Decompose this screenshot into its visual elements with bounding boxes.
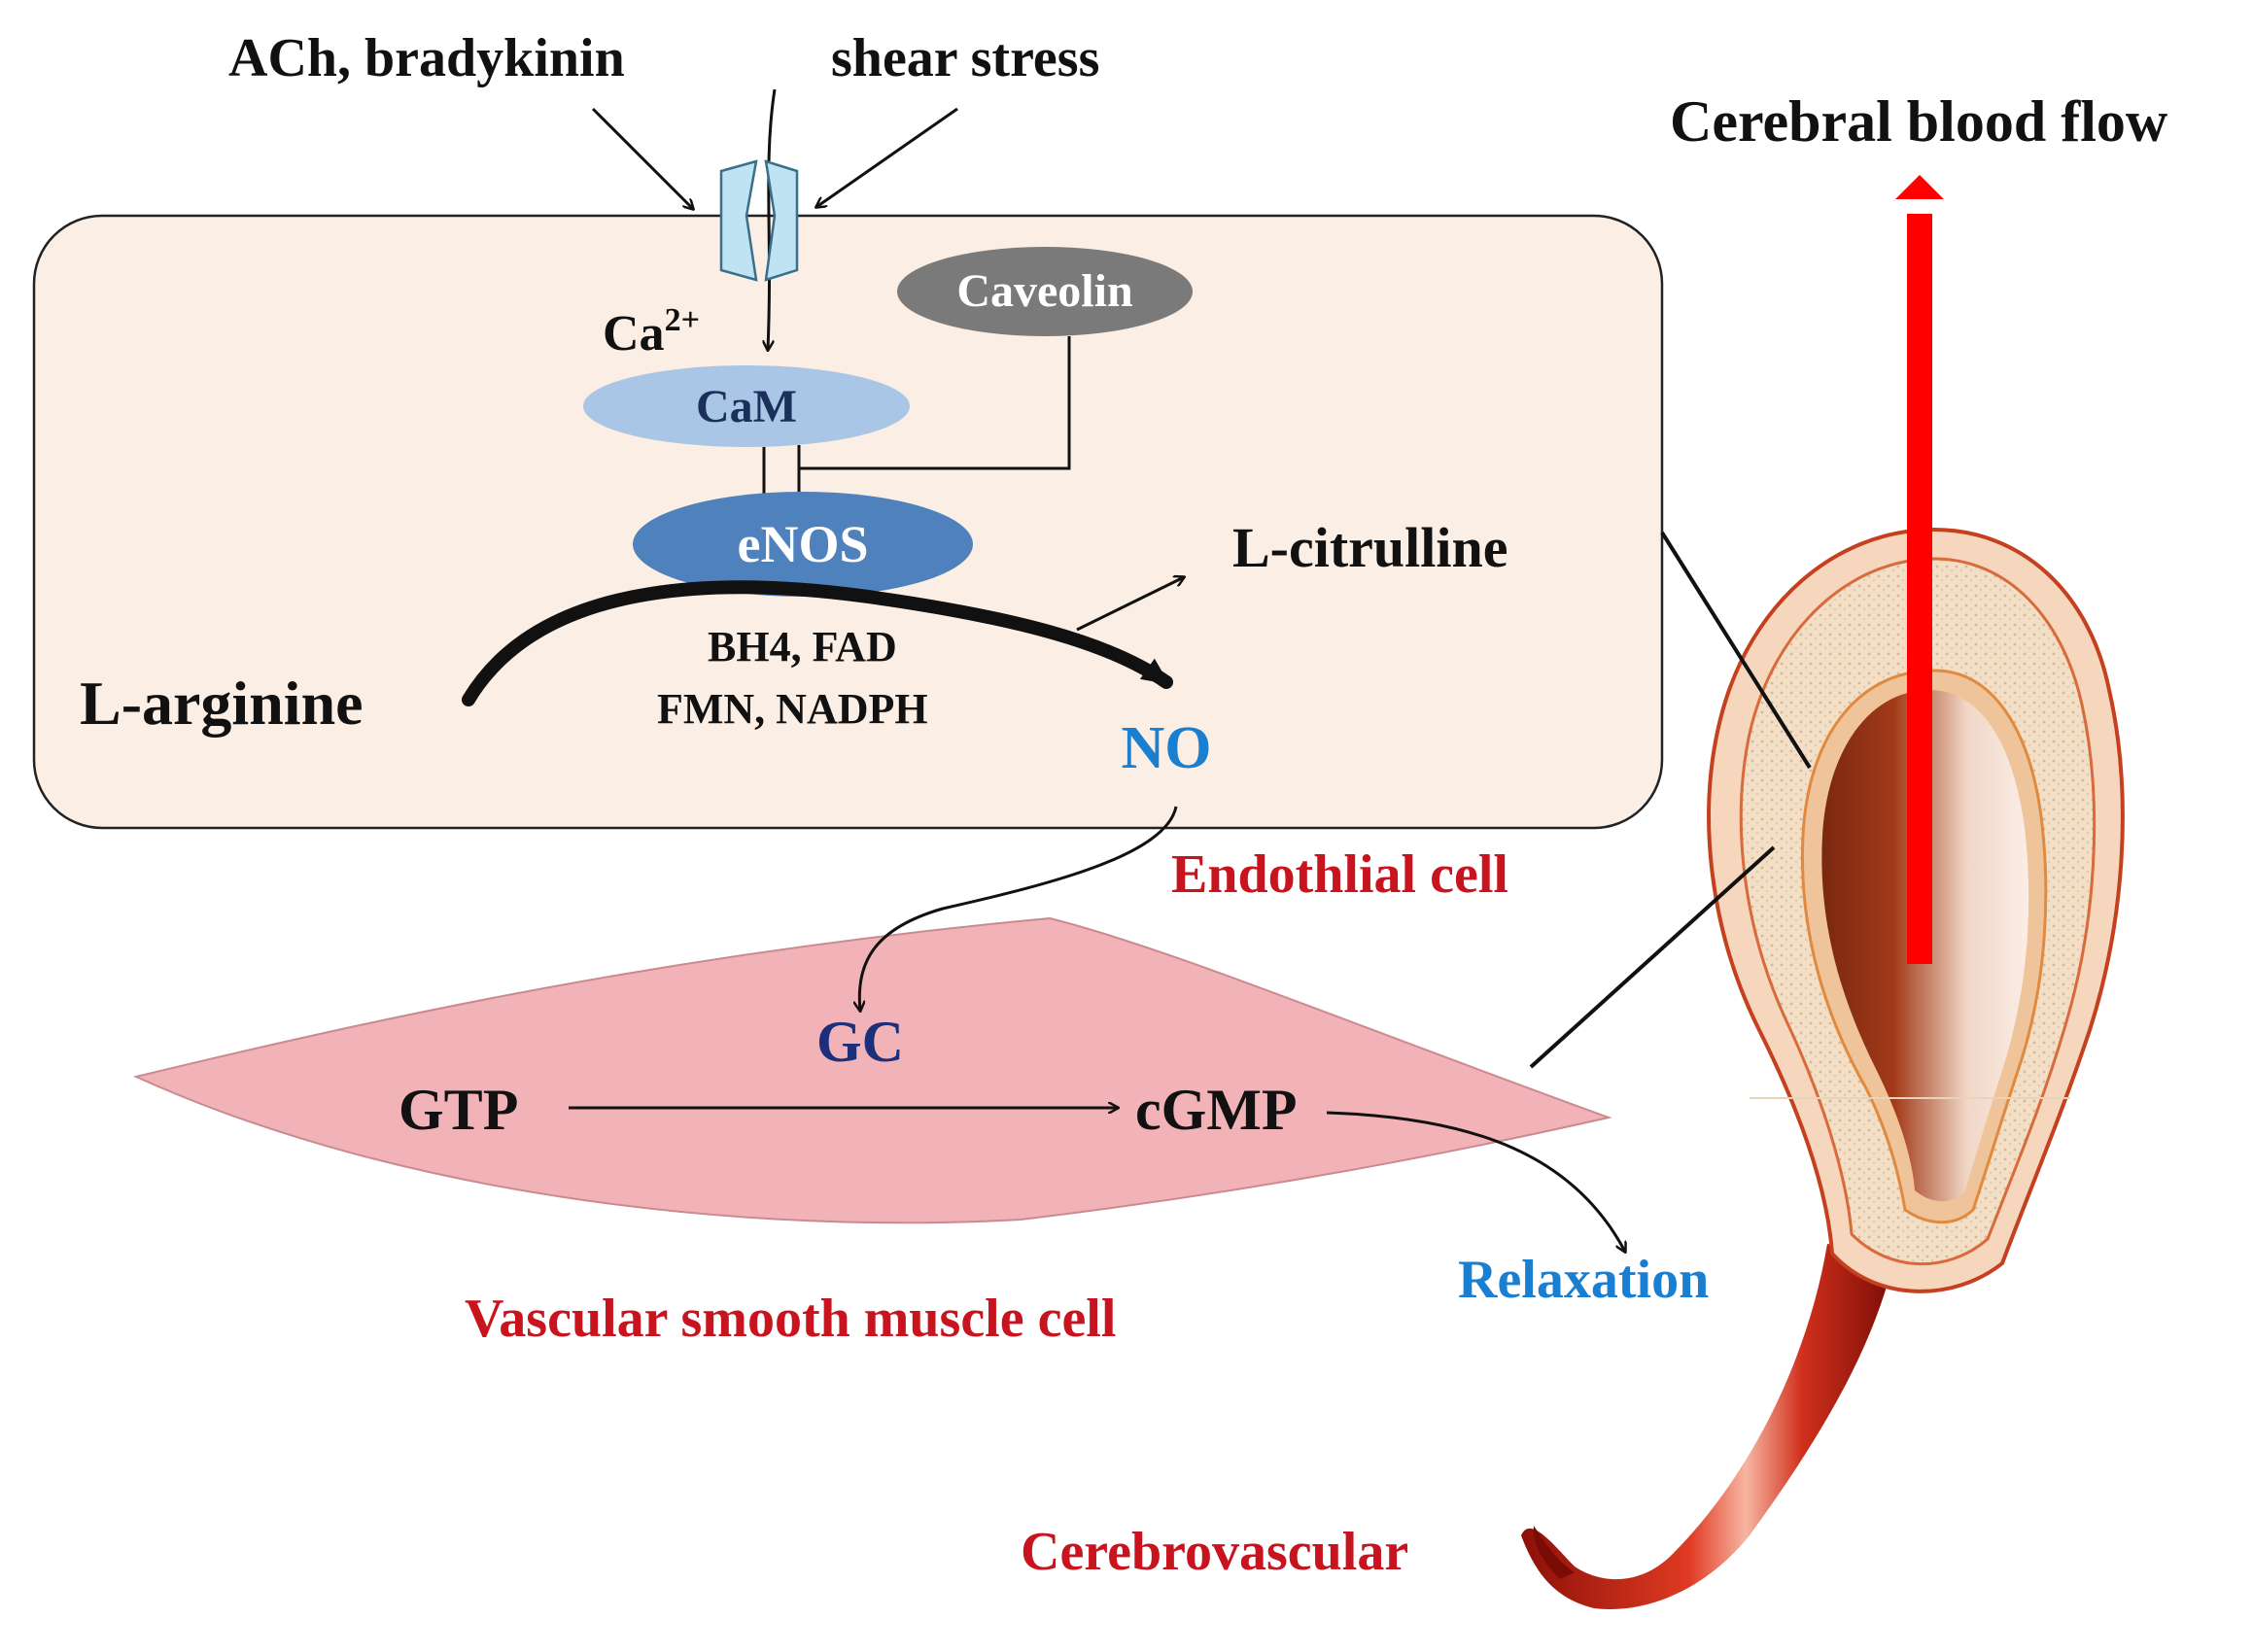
cofactors-line1: BH4, FAD [708, 623, 897, 671]
shear-arrow [816, 107, 958, 207]
endothelial-cell-label: Endothlial cell [1171, 844, 1508, 905]
muscle-leader-line [1529, 845, 1776, 1069]
no-to-gc-arrow [859, 806, 1178, 1011]
caveolin-inhibition-line [799, 336, 1071, 470]
arginine-to-no-arrow [462, 580, 1173, 706]
cam-label: CaM [696, 381, 797, 432]
cgmp-to-relaxation-arrow [1326, 1111, 1625, 1252]
shear-stress-label: shear stress [831, 28, 1099, 88]
smooth-muscle-label: Vascular smooth muscle cell [465, 1289, 1116, 1349]
gc-label: GC [816, 1010, 904, 1074]
ach-arrow [591, 107, 693, 209]
relaxation-label: Relaxation [1458, 1250, 1709, 1310]
smooth-muscle-cell [132, 916, 1612, 1224]
caveolin-label: Caveolin [956, 265, 1132, 317]
cgmp-label: cGMP [1135, 1078, 1298, 1142]
calcium-label: Ca2+ [603, 302, 700, 361]
citrulline-label: L-citrulline [1232, 516, 1508, 579]
blood-flow-arrow-shaft [1907, 214, 1932, 964]
calcium-influx-arrow [768, 88, 777, 350]
cerebrovascular-label: Cerebrovascular [1021, 1522, 1408, 1582]
arginine-label: L-arginine [80, 669, 364, 738]
cofactors-line2: FMN, NADPH [657, 685, 928, 733]
ach-bradykinin-label: ACh, bradykinin [228, 28, 625, 88]
no-label: NO [1122, 715, 1212, 781]
ion-channel [719, 159, 799, 282]
cerebral-blood-flow-label: Cerebral blood flow [1670, 89, 2168, 154]
gtp-label: GTP [399, 1078, 518, 1142]
enos-label: eNOS [738, 515, 869, 573]
enos-node [633, 492, 973, 597]
endothelium-leader-line [1660, 531, 1812, 770]
cam-node [583, 365, 910, 447]
caveolin-node [897, 247, 1193, 336]
blood-flow-arrow-head [1895, 175, 1944, 199]
citrulline-arrow [1076, 577, 1184, 632]
